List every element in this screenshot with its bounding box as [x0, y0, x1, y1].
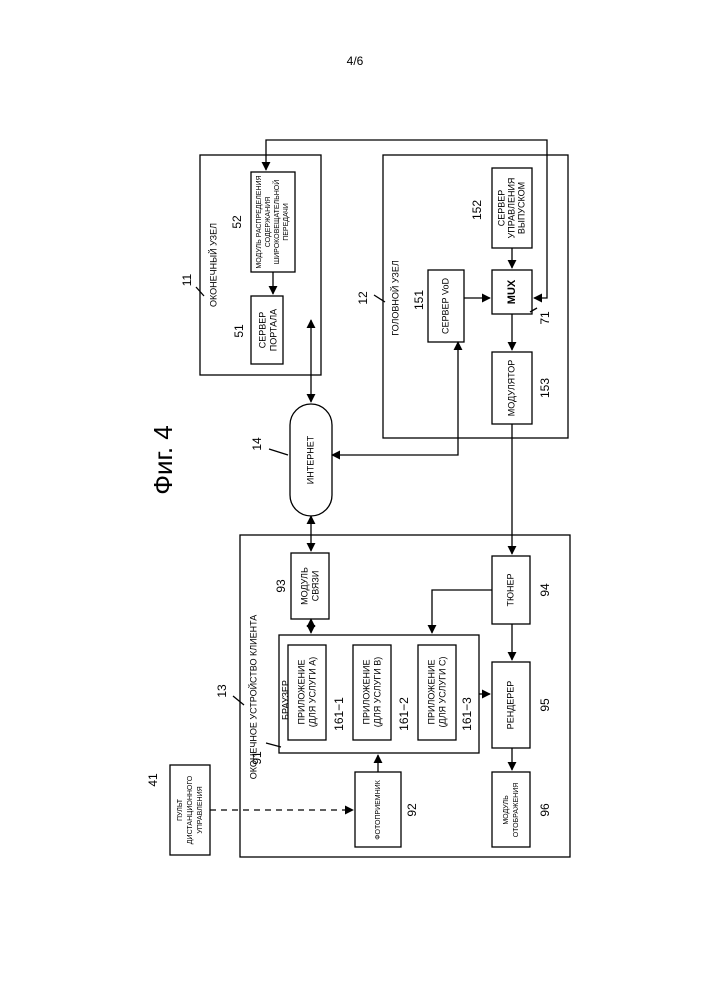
- browser-ref: 91: [250, 751, 264, 765]
- remote-ref: 41: [146, 773, 160, 787]
- broadcast-module-line4: ПЕРЕДАЧИ: [283, 203, 290, 241]
- renderer-ref: 95: [538, 698, 552, 712]
- remote-line3: УПРАВЛЕНИЯ: [197, 786, 204, 833]
- portal-server-ref: 51: [232, 324, 246, 338]
- release-server-line1: СЕРВЕР: [496, 190, 506, 227]
- tuner-ref: 94: [538, 583, 552, 597]
- app-b-line2: (ДЛЯ УСЛУГИ В): [372, 657, 382, 727]
- broadcast-module-line2: СОДЕРЖАНИЯ: [265, 197, 272, 247]
- app-c-ref: 161−3: [460, 697, 474, 731]
- app-c-line2: (ДЛЯ УСЛУГИ С): [437, 657, 447, 728]
- renderer-label: РЕНДЕРЕР: [505, 681, 515, 730]
- modulator-ref: 153: [538, 378, 552, 398]
- arrow-tuner-to-browser: [432, 590, 492, 633]
- app-c-line1: ПРИЛОЖЕНИЕ: [426, 660, 436, 725]
- app-b-line1: ПРИЛОЖЕНИЕ: [361, 660, 371, 725]
- vod-server-ref: 151: [412, 290, 426, 310]
- photodetector-ref: 92: [405, 803, 419, 817]
- remote-line2: ДИСТАНЦИОННОГО: [187, 775, 194, 844]
- leader-71: [530, 308, 537, 312]
- release-server-line3: ВЫПУСКОМ: [516, 182, 526, 234]
- head-node-ref: 12: [356, 291, 370, 305]
- terminal-node-title: ОКОНЕЧНЫЙ УЗЕЛ: [207, 223, 218, 307]
- broadcast-module-ref: 52: [230, 215, 244, 229]
- comm-module-line2: СВЯЗИ: [310, 571, 320, 602]
- app-a-ref: 161−1: [332, 697, 346, 731]
- display-module-box: [492, 772, 530, 847]
- vod-server-label: СЕРВЕР VoD: [440, 277, 450, 334]
- head-node-title: ГОЛОВНОЙ УЗЕЛ: [389, 260, 400, 336]
- photodetector-label: ФОТОПРИЕМНИК: [375, 779, 382, 839]
- internet-ref: 14: [250, 437, 264, 451]
- modulator-label: МОДУЛЯТОР: [506, 360, 516, 416]
- tuner-label: ТЮНЕР: [505, 573, 515, 606]
- figure-title: Фиг. 4: [148, 425, 178, 495]
- leader-14: [269, 449, 288, 455]
- display-module-ref: 96: [538, 803, 552, 817]
- client-device-ref: 13: [215, 684, 229, 698]
- portal-server-line2: ПОРТАЛА: [268, 309, 278, 351]
- broadcast-module-line1: МОДУЛЬ РАСПРЕДЕЛЕНИЯ: [256, 175, 263, 268]
- app-a-line2: (ДЛЯ УСЛУГИ А): [307, 657, 317, 727]
- mux-ref: 71: [538, 311, 552, 325]
- leader-13: [233, 696, 244, 705]
- comm-module-line1: МОДУЛЬ: [299, 567, 309, 605]
- remote-line1: ПУЛЬТ: [177, 798, 184, 821]
- terminal-node-ref: 11: [180, 273, 194, 286]
- mux-label: MUX: [506, 279, 518, 304]
- release-server-line2: УПРАВЛЕНИЯ: [506, 178, 516, 239]
- display-module-line1: МОДУЛЬ: [503, 795, 510, 825]
- app-a-line1: ПРИЛОЖЕНИЕ: [296, 660, 306, 725]
- display-module-line2: ОТОБРАЖЕНИЯ: [513, 783, 520, 838]
- portal-server-line1: СЕРВЕР: [257, 312, 267, 349]
- app-b-ref: 161−2: [397, 697, 411, 731]
- browser-label: БРАУЗЕР: [280, 680, 290, 720]
- comm-module-ref: 93: [274, 579, 288, 593]
- broadcast-module-line3: ШИРОКОВЕЩАТЕЛЬНОЙ: [272, 180, 281, 265]
- release-server-ref: 152: [470, 200, 484, 220]
- diagram-labels: Фиг. 4 ОКОНЕЧНЫЙ УЗЕЛ 11 СЕРВЕР ПОРТАЛА …: [146, 175, 552, 844]
- internet-label: ИНТЕРНЕТ: [305, 435, 315, 484]
